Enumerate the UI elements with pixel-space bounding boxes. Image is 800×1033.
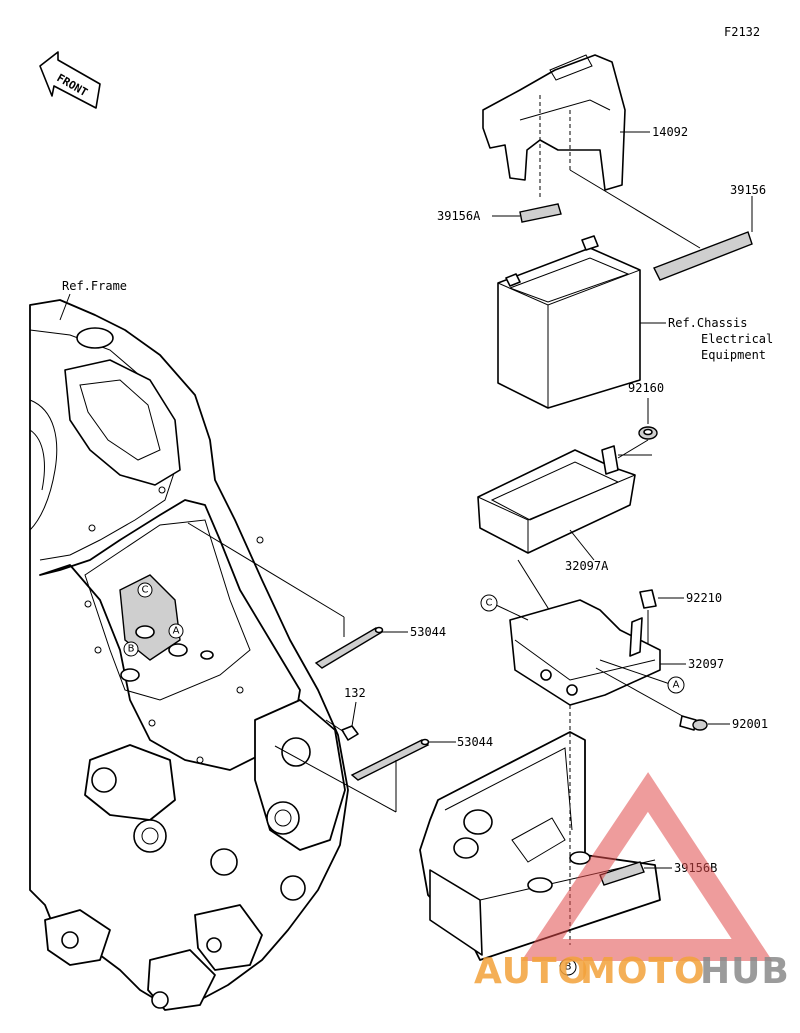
frame-callout-c: C [137, 582, 153, 598]
part-39156-pad: 39156 [569, 169, 766, 281]
label-92001: 92001 [732, 717, 768, 731]
battery: Ref.Chassis Electrical Equipment [497, 235, 773, 409]
callout-a-label: A [173, 626, 180, 637]
frame-callout-a: A [168, 623, 184, 639]
ref-chassis-line-3: Equipment [701, 348, 766, 362]
callout-b-label: B [128, 644, 135, 655]
label-92210: 92210 [686, 591, 722, 605]
front-arrow-icon: FRONT [39, 51, 101, 109]
bracket-callout-c-label: C [486, 598, 493, 609]
part-53044-lower: 53044 [274, 735, 493, 813]
watermark-auto: AUTO [474, 951, 589, 992]
part-92001-bolt: 92001 [595, 667, 768, 731]
bracket-callout-a: A [599, 659, 685, 694]
label-14092: 14092 [652, 125, 688, 139]
label-39156: 39156 [730, 183, 766, 197]
label-132: 132 [344, 686, 366, 700]
frame-callout-b: B [123, 641, 139, 657]
watermark-moto: MOTO [580, 951, 706, 992]
ref-chassis-line-1: Ref.Chassis [668, 316, 747, 330]
automotohub-watermark: AUTO MOTO HUB [474, 772, 790, 992]
part-132-bolt: 132 [325, 686, 366, 741]
part-53044-upper: 53044 [187, 522, 446, 669]
lower-cover [419, 705, 661, 961]
part-32097A-tray: 32097A [477, 439, 652, 573]
cover-callout-b-label: B [565, 962, 572, 973]
part-32097-bracket: 32097 [509, 559, 724, 706]
ref-frame-label: Ref.Frame [62, 279, 127, 293]
ref-chassis-line-2: Electrical [701, 332, 773, 346]
callout-c-label: C [142, 585, 149, 596]
ref-frame-leader [59, 293, 71, 321]
bracket-callout-a-label: A [673, 680, 680, 691]
label-53044-lower: 53044 [457, 735, 493, 749]
label-32097A: 32097A [565, 559, 609, 573]
part-39156A-pad: 39156A [437, 203, 562, 223]
watermark-hub: HUB [700, 951, 790, 992]
part-14092-cover: 14092 [482, 54, 688, 200]
part-92210-clip: 92210 [639, 589, 722, 660]
diagram-code: F2132 [724, 25, 760, 39]
label-32097: 32097 [688, 657, 724, 671]
label-53044-upper: 53044 [410, 625, 446, 639]
label-39156A: 39156A [437, 209, 481, 223]
frame-assembly [29, 299, 349, 1011]
label-92160: 92160 [628, 381, 664, 395]
bracket-callout-c: C [480, 594, 529, 621]
part-92160-grommet: 92160 [628, 381, 664, 440]
watermark-triangle-icon [521, 772, 773, 961]
